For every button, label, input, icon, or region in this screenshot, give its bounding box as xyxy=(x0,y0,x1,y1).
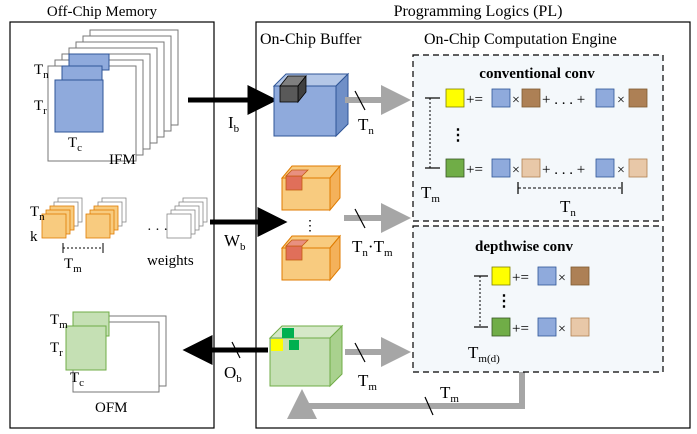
depthwise-row-top xyxy=(491,266,590,286)
conventional-row-bottom xyxy=(445,158,648,178)
conv-row2-plusdots: + . . . + xyxy=(542,162,585,178)
programming-logics-title: Programming Logics (PL) xyxy=(394,3,563,20)
input-buffer-cube xyxy=(272,72,350,138)
depthwise-row-bottom xyxy=(491,317,590,337)
off-chip-memory-title: Off-Chip Memory xyxy=(47,4,158,20)
dw-row2-pluseq: += xyxy=(512,321,529,337)
ob-label: Ob xyxy=(224,363,242,385)
weights-tm-label: Tm xyxy=(64,256,82,275)
conv-row1-times2: × xyxy=(617,93,625,108)
conventional-conv-title: conventional conv xyxy=(479,66,595,82)
ofm-stack xyxy=(65,311,167,393)
conventional-conv-panel xyxy=(412,54,664,222)
on-chip-buffer-title: On-Chip Buffer xyxy=(260,31,362,48)
conv-row2-times1: × xyxy=(512,163,520,178)
weights-k-label: k xyxy=(30,229,38,245)
weight-buffer-vdots: ⋮ xyxy=(303,219,317,234)
dw-row1-pluseq: += xyxy=(512,270,529,286)
ofm-tm-label: Tm xyxy=(50,312,68,331)
ifm-label: IFM xyxy=(109,152,136,168)
conv-row1-plusdots: + . . . + xyxy=(542,92,585,108)
dw-tm-label: Tm(d) xyxy=(468,343,500,365)
ofm-tr-label: Tr xyxy=(50,340,63,359)
output-tm-label: Tm xyxy=(358,371,377,393)
dw-vdots: ⋮ xyxy=(496,293,512,310)
computation-engine-title: On-Chip Computation Engine xyxy=(424,31,617,48)
wb-label: Wb xyxy=(224,231,246,253)
conv-tm-label: Tm xyxy=(421,183,440,205)
conv-vdots: ⋮ xyxy=(450,127,466,144)
conv-tm-bracket xyxy=(425,97,440,169)
output-buffer-cube xyxy=(268,324,344,388)
ifm-tn-label: Tn xyxy=(34,62,49,81)
conv-row2-times2: × xyxy=(617,163,625,178)
conv-row1-pluseq: += xyxy=(466,92,483,108)
conv-row2-pluseq: += xyxy=(466,162,483,178)
weight-buffer-cubes xyxy=(280,164,342,282)
dw-row2-times: × xyxy=(558,322,566,337)
dw-tm-bracket xyxy=(474,275,488,328)
conventional-row-top xyxy=(445,88,648,108)
dw-row1-times: × xyxy=(558,271,566,286)
conv-tn-bracket xyxy=(517,182,623,194)
feedback-tm-label: Tm xyxy=(440,383,459,405)
ifm-tc-label: Tc xyxy=(68,135,82,154)
ofm-tc-label: Tc xyxy=(70,370,84,389)
ifm-stack xyxy=(47,29,179,162)
weights-group xyxy=(41,197,208,253)
depthwise-conv-panel xyxy=(412,225,664,373)
weights-tn-label: Tn xyxy=(30,204,45,223)
weights-ellipsis: · · · xyxy=(147,223,168,238)
ib-label: Ib xyxy=(228,113,240,135)
ifm-tr-label: Tr xyxy=(34,98,47,117)
ofm-label: OFM xyxy=(95,400,128,416)
input-tn-label: Tn xyxy=(358,115,374,137)
feedback-arrow xyxy=(287,372,525,419)
conv-tn-label: Tn xyxy=(560,197,576,219)
weight-tn-tm-label: Tn·Tm xyxy=(352,237,393,259)
weights-label: weights xyxy=(147,253,194,269)
conv-row1-times1: × xyxy=(512,93,520,108)
depthwise-conv-title: depthwise conv xyxy=(475,239,573,255)
